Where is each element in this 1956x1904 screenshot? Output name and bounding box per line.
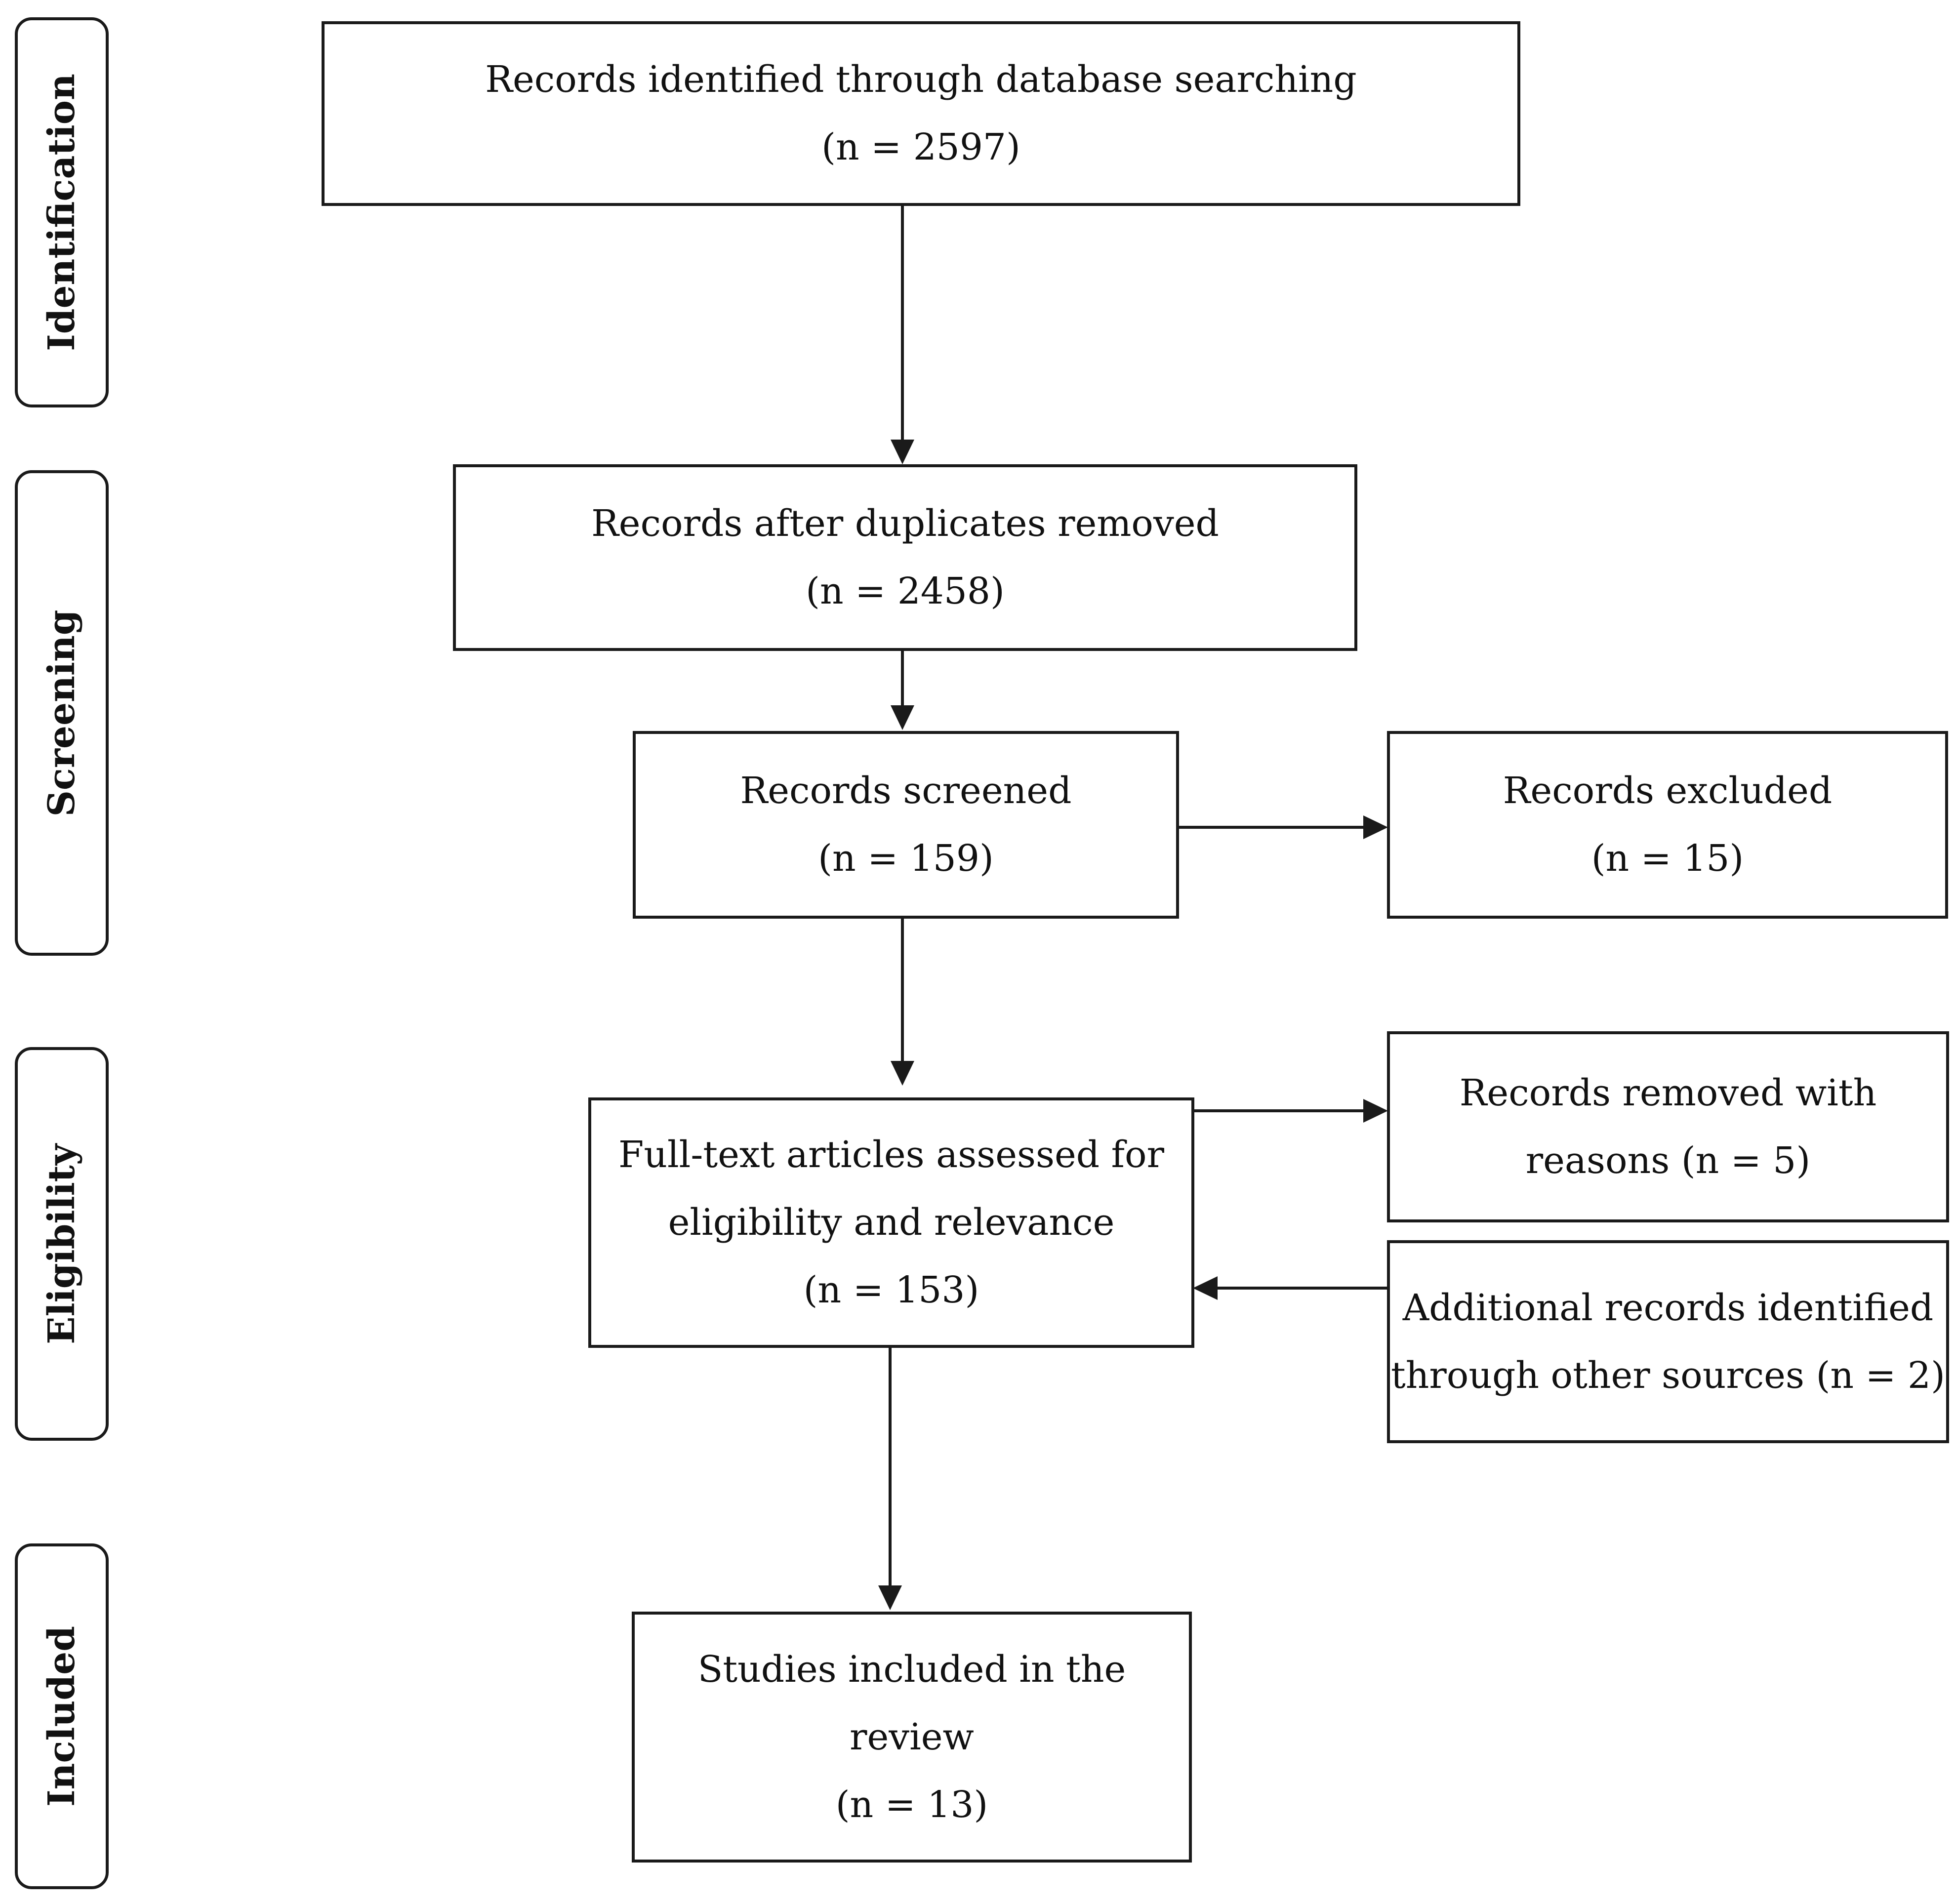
screened-count: (n = 159) [818, 837, 994, 880]
box-full-text-assessed: Full-text articles assessed for eligibil… [588, 1097, 1194, 1348]
box-records-excluded: Records excluded (n = 15) [1387, 731, 1948, 919]
fulltext-line-2: eligibility and relevance [668, 1201, 1115, 1244]
box-records-identified: Records identified through database sear… [322, 21, 1520, 206]
excluded-text: Records excluded [1503, 770, 1833, 812]
arrowhead-screened-to-fulltext [891, 1061, 914, 1086]
removed-line-2: reasons (n = 5) [1525, 1139, 1811, 1182]
box-removed-with-reasons: Records removed with reasons (n = 5) [1387, 1031, 1949, 1222]
duplicates-count: (n = 2458) [806, 570, 1005, 612]
box-records-screened: Records screened (n = 159) [633, 731, 1179, 919]
phase-screening: Screening [15, 470, 109, 956]
arrowhead-fulltext-to-included [878, 1585, 902, 1610]
removed-line-1: Records removed with [1459, 1071, 1877, 1114]
included-count: (n = 13) [835, 1783, 988, 1826]
duplicates-text: Records after duplicates removed [591, 502, 1219, 545]
arrowhead-duplicates-to-screened [891, 705, 914, 730]
fulltext-line-1: Full-text articles assessed for [618, 1134, 1164, 1176]
arrowhead-fulltext-to-removed [1363, 1099, 1388, 1123]
box-studies-included: Studies included in the review (n = 13) [632, 1612, 1192, 1863]
phase-eligibility: Eligibility [15, 1047, 109, 1441]
included-line-1: Studies included in the [697, 1648, 1126, 1691]
additional-line-2: through other sources (n = 2) [1391, 1354, 1945, 1397]
additional-line-1: Additional records identified [1402, 1286, 1934, 1329]
phase-identification: Identification [15, 17, 109, 407]
included-line-2: review [850, 1715, 974, 1758]
phase-included: Included [15, 1543, 109, 1889]
arrowhead-screened-to-excluded [1363, 815, 1388, 839]
fulltext-count: (n = 153) [803, 1269, 979, 1311]
arrowhead-additional-to-fulltext [1193, 1276, 1218, 1300]
arrowhead-identified-to-duplicates [891, 440, 914, 464]
screened-text: Records screened [740, 770, 1072, 812]
box-duplicates-removed: Records after duplicates removed (n = 24… [453, 464, 1357, 651]
identified-text: Records identified through database sear… [485, 58, 1357, 101]
box-additional-records: Additional records identified through ot… [1387, 1240, 1949, 1443]
identified-count: (n = 2597) [821, 126, 1020, 168]
excluded-count: (n = 15) [1591, 837, 1744, 880]
